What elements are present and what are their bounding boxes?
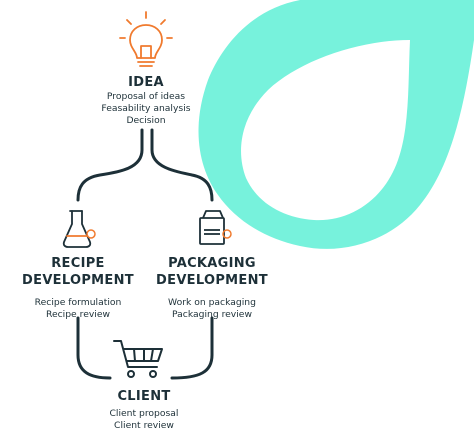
client-line-1: Client proposal xyxy=(109,408,179,419)
client-node: CLIENT Client proposal Client review xyxy=(84,388,204,432)
recipe-development-node: RECIPE DEVELOPMENT Recipe formulation Re… xyxy=(12,255,144,321)
package-icon xyxy=(199,210,232,245)
idea-node: IDEA Proposal of ideas Feasability analy… xyxy=(86,74,206,127)
decorative-leaf-cutout xyxy=(241,40,410,221)
recipe-title-line-1: RECIPE xyxy=(51,256,105,271)
lightbulb-icon xyxy=(119,11,173,67)
connector-idea-to-recipe xyxy=(76,128,144,202)
idea-line-3: Decision xyxy=(126,115,166,126)
flask-icon xyxy=(62,210,96,248)
recipe-line-2: Recipe review xyxy=(45,309,110,320)
packaging-title-line-1: PACKAGING xyxy=(168,256,256,271)
recipe-title-line-2: DEVELOPMENT xyxy=(22,273,134,288)
packaging-development-node: PACKAGING DEVELOPMENT Work on packaging … xyxy=(146,255,278,321)
connector-idea-to-packaging xyxy=(150,128,214,202)
packaging-title-line-2: DEVELOPMENT xyxy=(156,273,268,288)
connector-packaging-to-client xyxy=(170,316,214,380)
idea-line-1: Proposal of ideas xyxy=(106,91,186,102)
shopping-cart-icon xyxy=(113,340,163,378)
connector-lines xyxy=(76,128,214,380)
packaging-line-2: Packaging review xyxy=(172,309,252,320)
client-line-2: Client review xyxy=(114,420,174,431)
idea-title: IDEA xyxy=(128,75,164,90)
client-title: CLIENT xyxy=(117,389,171,404)
idea-line-2: Feasability analysis xyxy=(101,103,191,114)
recipe-line-1: Recipe formulation xyxy=(34,297,122,308)
packaging-line-1: Work on packaging xyxy=(168,297,256,308)
connector-recipe-to-client xyxy=(76,316,112,380)
